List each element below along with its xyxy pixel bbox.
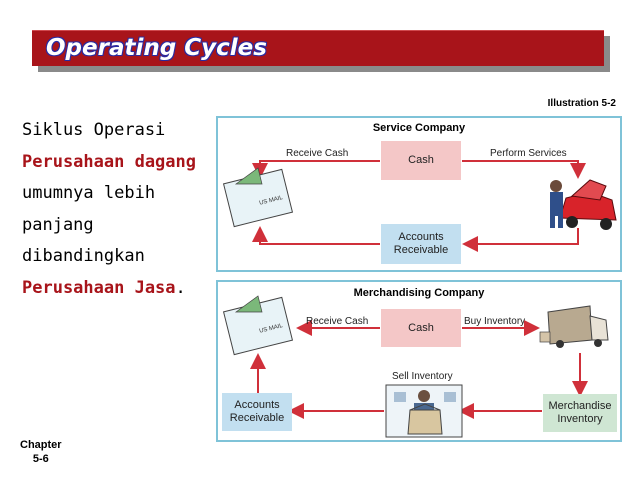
svg-text:US MAIL: US MAIL: [259, 323, 284, 335]
chapter-number: 5-6: [32, 453, 49, 465]
service-cash-box: Cash: [381, 141, 461, 180]
service-ar-label: Accounts Receivable: [393, 231, 449, 256]
slide-title: Operating Cycles: [46, 35, 267, 61]
merch-ar-box: Accounts Receivable: [222, 393, 292, 431]
arrow-cash-to-perform: [462, 160, 586, 179]
service-receive-cash-label: Receive Cash: [286, 148, 349, 159]
merch-inventory-label: Merchandise Inventory: [548, 400, 612, 425]
service-panel-title: Service Company: [372, 122, 466, 134]
body-part3: .: [175, 277, 186, 298]
merch-arrows: [250, 320, 588, 419]
merch-receive-cash-label: Receive Cash: [306, 316, 369, 327]
service-ar-box: Accounts Receivable: [381, 224, 461, 264]
body-highlight2: Perusahaan Jasa: [22, 277, 176, 298]
merch-inventory-box: Merchandise Inventory: [543, 394, 617, 432]
sell-inventory-icon: [385, 384, 463, 438]
body-part2: umumnya lebih panjang dibandingkan: [22, 183, 156, 266]
illustration-ref: Illustration 5-2: [547, 98, 616, 109]
chapter-label: Chapter: [20, 439, 62, 451]
arrow-cash-to-receive: [252, 160, 380, 179]
body-text: Siklus Operasi Perusahaan dagang umumnya…: [22, 115, 212, 304]
envelope-icon-merch: US MAIL: [222, 295, 294, 356]
chapter-footer: Chapter 5-6: [20, 438, 62, 466]
service-arrows: [252, 160, 586, 252]
envelope-icon: US MAIL: [222, 167, 294, 228]
arrow-ar-to-receive: [252, 226, 380, 245]
merch-cash-box: Cash: [381, 309, 461, 347]
merch-sell-inventory-label: Sell Inventory: [392, 371, 453, 382]
truck-icon: [539, 305, 609, 348]
arrow-perform-to-ar: [462, 228, 579, 252]
merch-panel-title: Merchandising Company: [353, 287, 485, 299]
body-highlight1: Perusahaan dagang: [22, 151, 196, 172]
svg-text:US MAIL: US MAIL: [259, 195, 284, 207]
title-banner: [32, 30, 604, 66]
merch-ar-label: Accounts Receivable: [229, 399, 285, 424]
mechanic-car-icon: [550, 179, 617, 230]
body-part1: Siklus Operasi: [22, 120, 166, 140]
service-perform-label: Perform Services: [490, 148, 567, 159]
merch-buy-inventory-label: Buy Inventory: [464, 316, 526, 327]
